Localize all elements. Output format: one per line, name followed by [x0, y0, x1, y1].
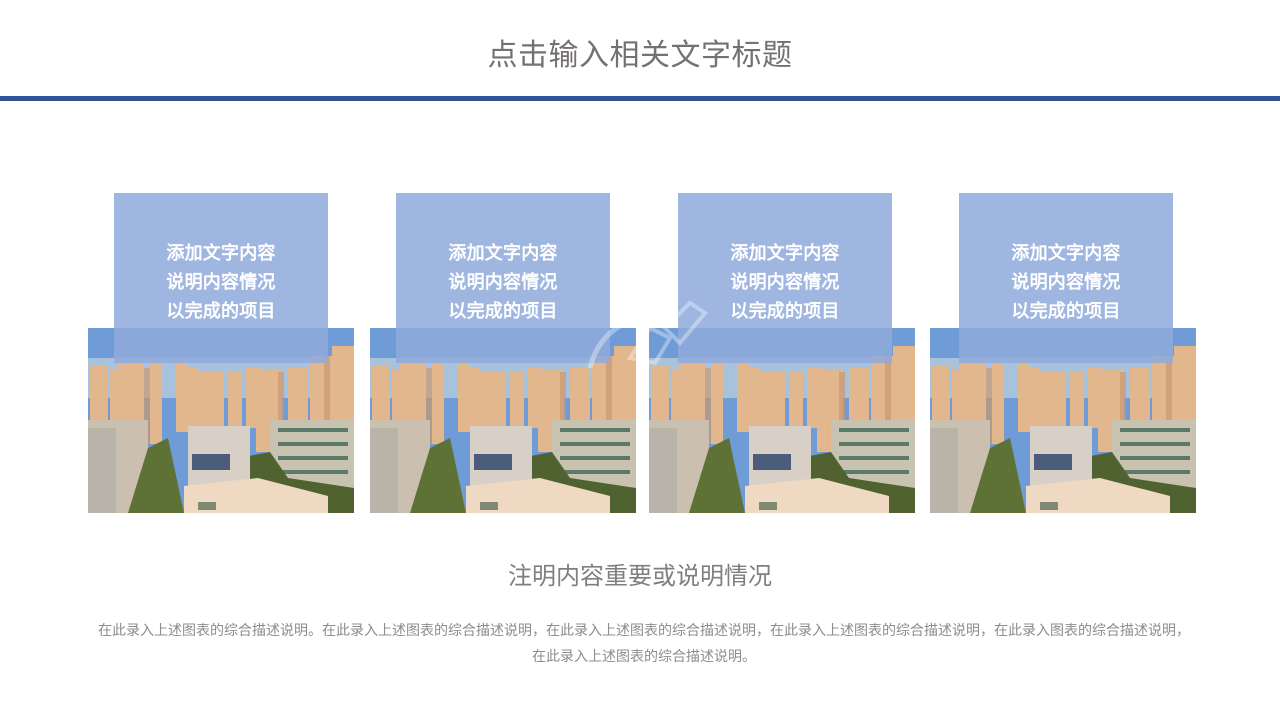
text-card-1[interactable]: 添加文字内容 说明内容情况 以完成的项目 — [114, 193, 328, 363]
card-line: 以完成的项目 — [166, 301, 276, 322]
text-card-3[interactable]: 添加文字内容 说明内容情况 以完成的项目 — [678, 193, 892, 363]
description-text[interactable]: 在此录入上述图表的综合描述说明。在此录入上述图表的综合描述说明，在此录入上述图表… — [98, 623, 1190, 665]
city-skyline-photo-3[interactable] — [649, 328, 915, 513]
card-line: 以完成的项目 — [730, 301, 840, 322]
card-line: 添加文字内容 — [448, 243, 558, 264]
card-line: 以完成的项目 — [448, 301, 558, 322]
text-card-4[interactable]: 添加文字内容 说明内容情况 以完成的项目 — [959, 193, 1173, 363]
page-title[interactable]: 点击输入相关文字标题 — [487, 38, 793, 73]
card-line: 添加文字内容 — [730, 243, 840, 264]
card-line: 说明内容情况 — [448, 272, 558, 293]
card-line: 添加文字内容 — [1011, 243, 1121, 264]
card-line: 说明内容情况 — [1011, 272, 1121, 293]
card-line: 添加文字内容 — [166, 243, 276, 264]
card-line: 说明内容情况 — [166, 272, 276, 293]
card-line: 以完成的项目 — [1011, 301, 1121, 322]
card-line: 说明内容情况 — [730, 272, 840, 293]
title-divider-bar — [0, 96, 1280, 101]
section-subtitle[interactable]: 注明内容重要或说明情况 — [508, 562, 772, 590]
city-skyline-image — [649, 328, 915, 513]
text-card-2[interactable]: 添加文字内容 说明内容情况 以完成的项目 — [396, 193, 610, 363]
